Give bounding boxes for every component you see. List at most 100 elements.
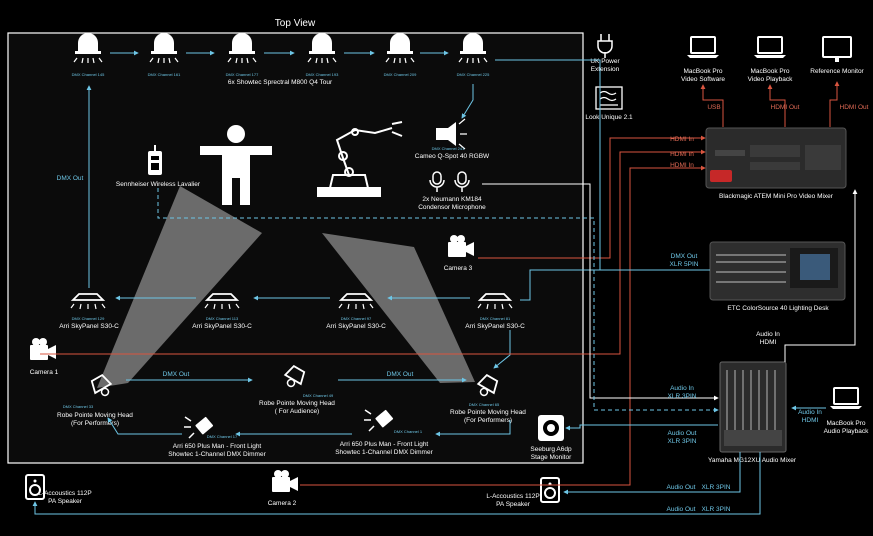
performer-icon — [200, 125, 272, 205]
robe-mid-channel: DMX Channel 49 — [303, 393, 334, 398]
spot-channel-4: DMX Channel 193 — [306, 72, 339, 77]
audio-out-label-pa-right: Audio Out — [667, 484, 696, 491]
robe-left-label-2: (For Performers) — [71, 420, 119, 427]
robe-right-label-2: (For Performers) — [464, 417, 512, 424]
power-plug-icon — [597, 34, 613, 58]
stage-monitor-icon — [538, 415, 564, 441]
spot-channel-3: DMX Channel 177 — [226, 72, 259, 77]
lavalier-label: Sennheiser Wireless Lavalier — [116, 181, 201, 188]
arri-left-label-2: Showtec 1-Channel DMX Dimmer — [168, 451, 266, 458]
arri-left-label-1: Arri 650 Plus Man - Front Light — [173, 443, 262, 450]
yamaha-mixer-icon — [719, 361, 787, 453]
dmx-out-desk-label: DMX Out — [671, 253, 698, 260]
skypanel-channel-1: DMX Channel 129 — [72, 316, 105, 321]
hdmi-label-mbp: HDMI — [802, 417, 819, 424]
xlr-5pin-label: XLR 5PIN — [670, 261, 699, 268]
mbp-video-label-2: Video Software — [681, 76, 725, 83]
arri-right-label-2: Showtec 1-Channel DMX Dimmer — [335, 449, 433, 456]
pa-speaker-right-icon — [540, 477, 560, 503]
robe-right-label-1: Robe Pointe Moving Head — [450, 409, 526, 416]
hdmi-in-label-2: HDMI In — [670, 151, 694, 158]
mbp-play-label-2: Video Playback — [748, 76, 793, 83]
camera-1-label: Camera 1 — [30, 369, 59, 376]
arri-left-channel: DMX Channel 17 — [207, 434, 238, 439]
look-unique-label: Look Unique 2.1 — [585, 114, 633, 121]
skypanel-label-2: Arri SkyPanel S30-C — [192, 323, 252, 330]
robe-right-channel: DMX Channel 65 — [469, 402, 500, 407]
hdmi-out-label-2: HDMI Out — [840, 104, 869, 111]
dmx-out-label-mid-left: DMX Out — [163, 371, 190, 378]
xlr-3pin-label-pa-left: XLR 3PIN — [702, 506, 731, 513]
robe-mid-label-2: ( For Audience) — [275, 408, 319, 415]
hdmi-in-label-3: HDMI In — [670, 162, 694, 169]
cameo-label: Cameo Q-Spot 40 RGBW — [415, 153, 490, 160]
arri-right-label-1: Arri 650 Plus Man - Front Light — [340, 441, 429, 448]
robe-left-label-1: Robe Pointe Moving Head — [57, 412, 133, 419]
audio-out-label-pa-left: Audio Out — [667, 506, 696, 513]
audio-in-label-mics: Audio In — [670, 385, 694, 392]
mbp-play-label-1: MacBook Pro — [750, 68, 789, 75]
stage-area — [7, 32, 584, 464]
camera-3-label: Camera 3 — [444, 265, 473, 272]
hdmi-in-label-1: HDMI In — [670, 136, 694, 143]
pa-right-label-2: PA Speaker — [496, 501, 531, 508]
dmx-out-label-mid-right: DMX Out — [387, 371, 414, 378]
atem-mixer-icon — [705, 127, 847, 189]
mic-label-1: 2x Neumann KM184 — [422, 196, 482, 203]
hdmi-label-top: HDMI — [760, 339, 777, 346]
uk-power-label-2: Extension — [591, 66, 620, 73]
spot-channel-1: DMX Channel 145 — [72, 72, 105, 77]
cameo-spot-icon — [436, 118, 467, 150]
audio-in-label-hdmi: Audio In — [756, 331, 780, 338]
yamaha-label: Yamaha MG12XU Audio Mixer — [708, 457, 797, 464]
spot-channel-2: DMX Channel 161 — [148, 72, 181, 77]
spot-channel-5: DMX Channel 209 — [384, 72, 417, 77]
hdmi-out-label-1: HDMI Out — [771, 104, 800, 111]
cameo-channel: DMX Channel 241 — [432, 146, 465, 151]
camera-2-icon — [272, 470, 298, 492]
monitor-label-2: Stage Monitor — [531, 454, 572, 461]
atem-label: Blackmagic ATEM Mini Pro Video Mixer — [719, 193, 834, 200]
reference-monitor-icon — [822, 36, 852, 62]
mbp-video-label-1: MacBook Pro — [683, 68, 722, 75]
page-title: Top View — [275, 18, 316, 29]
skypanel-label-3: Arri SkyPanel S30-C — [326, 323, 386, 330]
mbp-audio-label-1: MacBook Pro — [826, 420, 865, 427]
pa-left-label-1: L-Accoustics 112P — [38, 490, 91, 497]
beam-right — [322, 233, 475, 383]
microphone-icon — [429, 171, 470, 192]
audio-in-label-mbp: Audio In — [798, 409, 822, 416]
robe-mid-label-1: Robe Pointe Moving Head — [259, 400, 335, 407]
skypanel-channel-2: DMX Channel 113 — [206, 316, 239, 321]
pa-left-label-2: PA Speaker — [48, 498, 83, 505]
usb-label: USB — [707, 104, 720, 111]
beam-left — [97, 186, 262, 388]
spot-channel-6: DMX Channel 225 — [457, 72, 490, 77]
monitor-label-1: Seeburg A6dp — [530, 446, 572, 453]
mic-label-2: Condensor Microphone — [418, 204, 486, 211]
arri-right-channel: DMX Channel 1 — [394, 429, 423, 434]
robot-arm-icon — [317, 121, 403, 197]
macbook-video-icon — [686, 36, 720, 59]
skypanel-channel-3: DMX Channel 97 — [341, 316, 372, 321]
etc-lighting-desk-icon — [709, 241, 846, 301]
lavalier-icon — [148, 145, 162, 175]
macbook-playback-icon — [753, 36, 787, 59]
skypanel-channel-4: DMX Channel 81 — [480, 316, 511, 321]
skypanel-label-4: Arri SkyPanel S30-C — [465, 323, 525, 330]
reference-monitor-label: Reference Monitor — [810, 68, 864, 75]
dmx-out-label-left: DMX Out — [57, 175, 84, 182]
haze-machine-icon — [595, 86, 623, 110]
etc-label: ETC ColorSource 40 Lighting Desk — [727, 305, 829, 312]
camera-2-label: Camera 2 — [268, 500, 297, 507]
xlr-3pin-label-pa-right: XLR 3PIN — [702, 484, 731, 491]
macbook-audio-icon — [829, 387, 863, 410]
robe-left-channel: DMX Channel 33 — [63, 404, 94, 409]
xlr-3pin-label-monitor: XLR 3PIN — [668, 438, 697, 445]
uk-power-label-1: UK Power — [590, 58, 620, 65]
xlr-3pin-label-mics: XLR 3PIN — [668, 393, 697, 400]
audio-out-label-monitor: Audio Out — [668, 430, 697, 437]
mbp-audio-label-2: Audio Playback — [824, 428, 870, 435]
pa-right-label-1: L-Accoustics 112P — [486, 493, 539, 500]
